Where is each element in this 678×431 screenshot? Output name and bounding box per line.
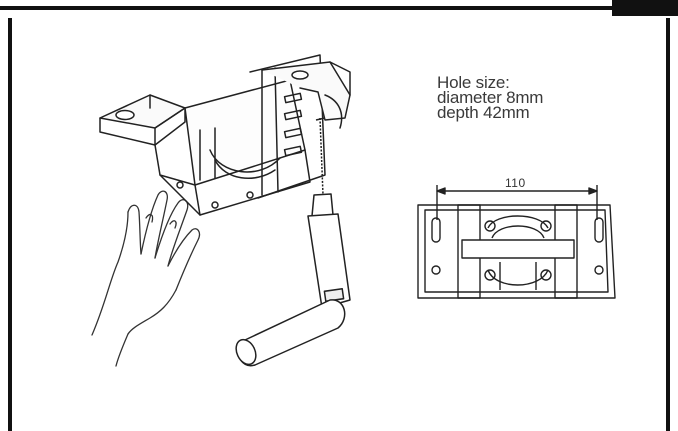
corner-tab <box>612 0 678 16</box>
bracket-3d-drawing <box>99 54 351 216</box>
bracket-top-view <box>417 185 616 299</box>
width-dimension-label: 110 <box>505 176 526 190</box>
hole-diameter-text: diameter 8mm <box>437 88 544 107</box>
page-frame <box>0 6 670 431</box>
drill-drawing <box>235 117 351 367</box>
hole-size-label: Hole size: diameter 8mm depth 42mm <box>437 73 544 122</box>
hole-size-title: Hole size: <box>437 73 510 92</box>
hand-drawing <box>91 190 201 367</box>
hole-depth-text: depth 42mm <box>437 103 530 122</box>
